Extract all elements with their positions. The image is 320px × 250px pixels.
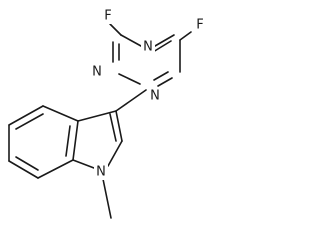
atom-n-left: N (92, 65, 102, 80)
bond-c2-n1 (120, 34, 142, 47)
atom-n-right: N (150, 89, 160, 104)
triazine-ring (109, 23, 192, 112)
bond-c6-n3 (118, 73, 141, 85)
bond-n5-c6 (157, 77, 173, 87)
benzene-ring (8, 105, 79, 179)
bond-c7-c7a (37, 159, 74, 179)
bond-c6-c3 (115, 89, 147, 112)
atom-f-left: F (104, 9, 111, 24)
bond-n-methyl (102, 178, 112, 219)
bond-n5-c6-double (153, 71, 169, 81)
bond-n1-c4 (154, 34, 175, 47)
atom-f-right: F (196, 18, 203, 33)
bond-c3-c2-double (109, 113, 117, 142)
bond-n1-c7a (72, 159, 95, 169)
bond-n1-c4-double (152, 40, 172, 53)
bond-c3a-c4 (42, 105, 79, 122)
pyrrole-ring (72, 110, 123, 219)
atom-labels: F F N N N N (90, 8, 207, 180)
molecule-drawing: F F N N N N (8, 8, 207, 219)
bond-c4-c5-inner (15, 113, 44, 130)
bond-c3-c2 (115, 110, 123, 142)
bond-c3a-c3 (77, 110, 117, 122)
bond-c2-n1 (107, 140, 123, 167)
bond-c4-c5 (8, 105, 44, 126)
atom-n-top: N (143, 40, 153, 55)
structure-diagram: F F N N N N (8, 8, 207, 219)
bond-c2-f (109, 23, 122, 36)
bond-c7a-c3a-inner (65, 125, 71, 157)
bond-c4-f (179, 31, 192, 41)
bond-c6-c7-inner (15, 156, 39, 171)
bond-c7a-c3a (72, 120, 79, 161)
atom-n-indole: N (96, 165, 106, 180)
bond-c6-c7 (8, 160, 39, 179)
